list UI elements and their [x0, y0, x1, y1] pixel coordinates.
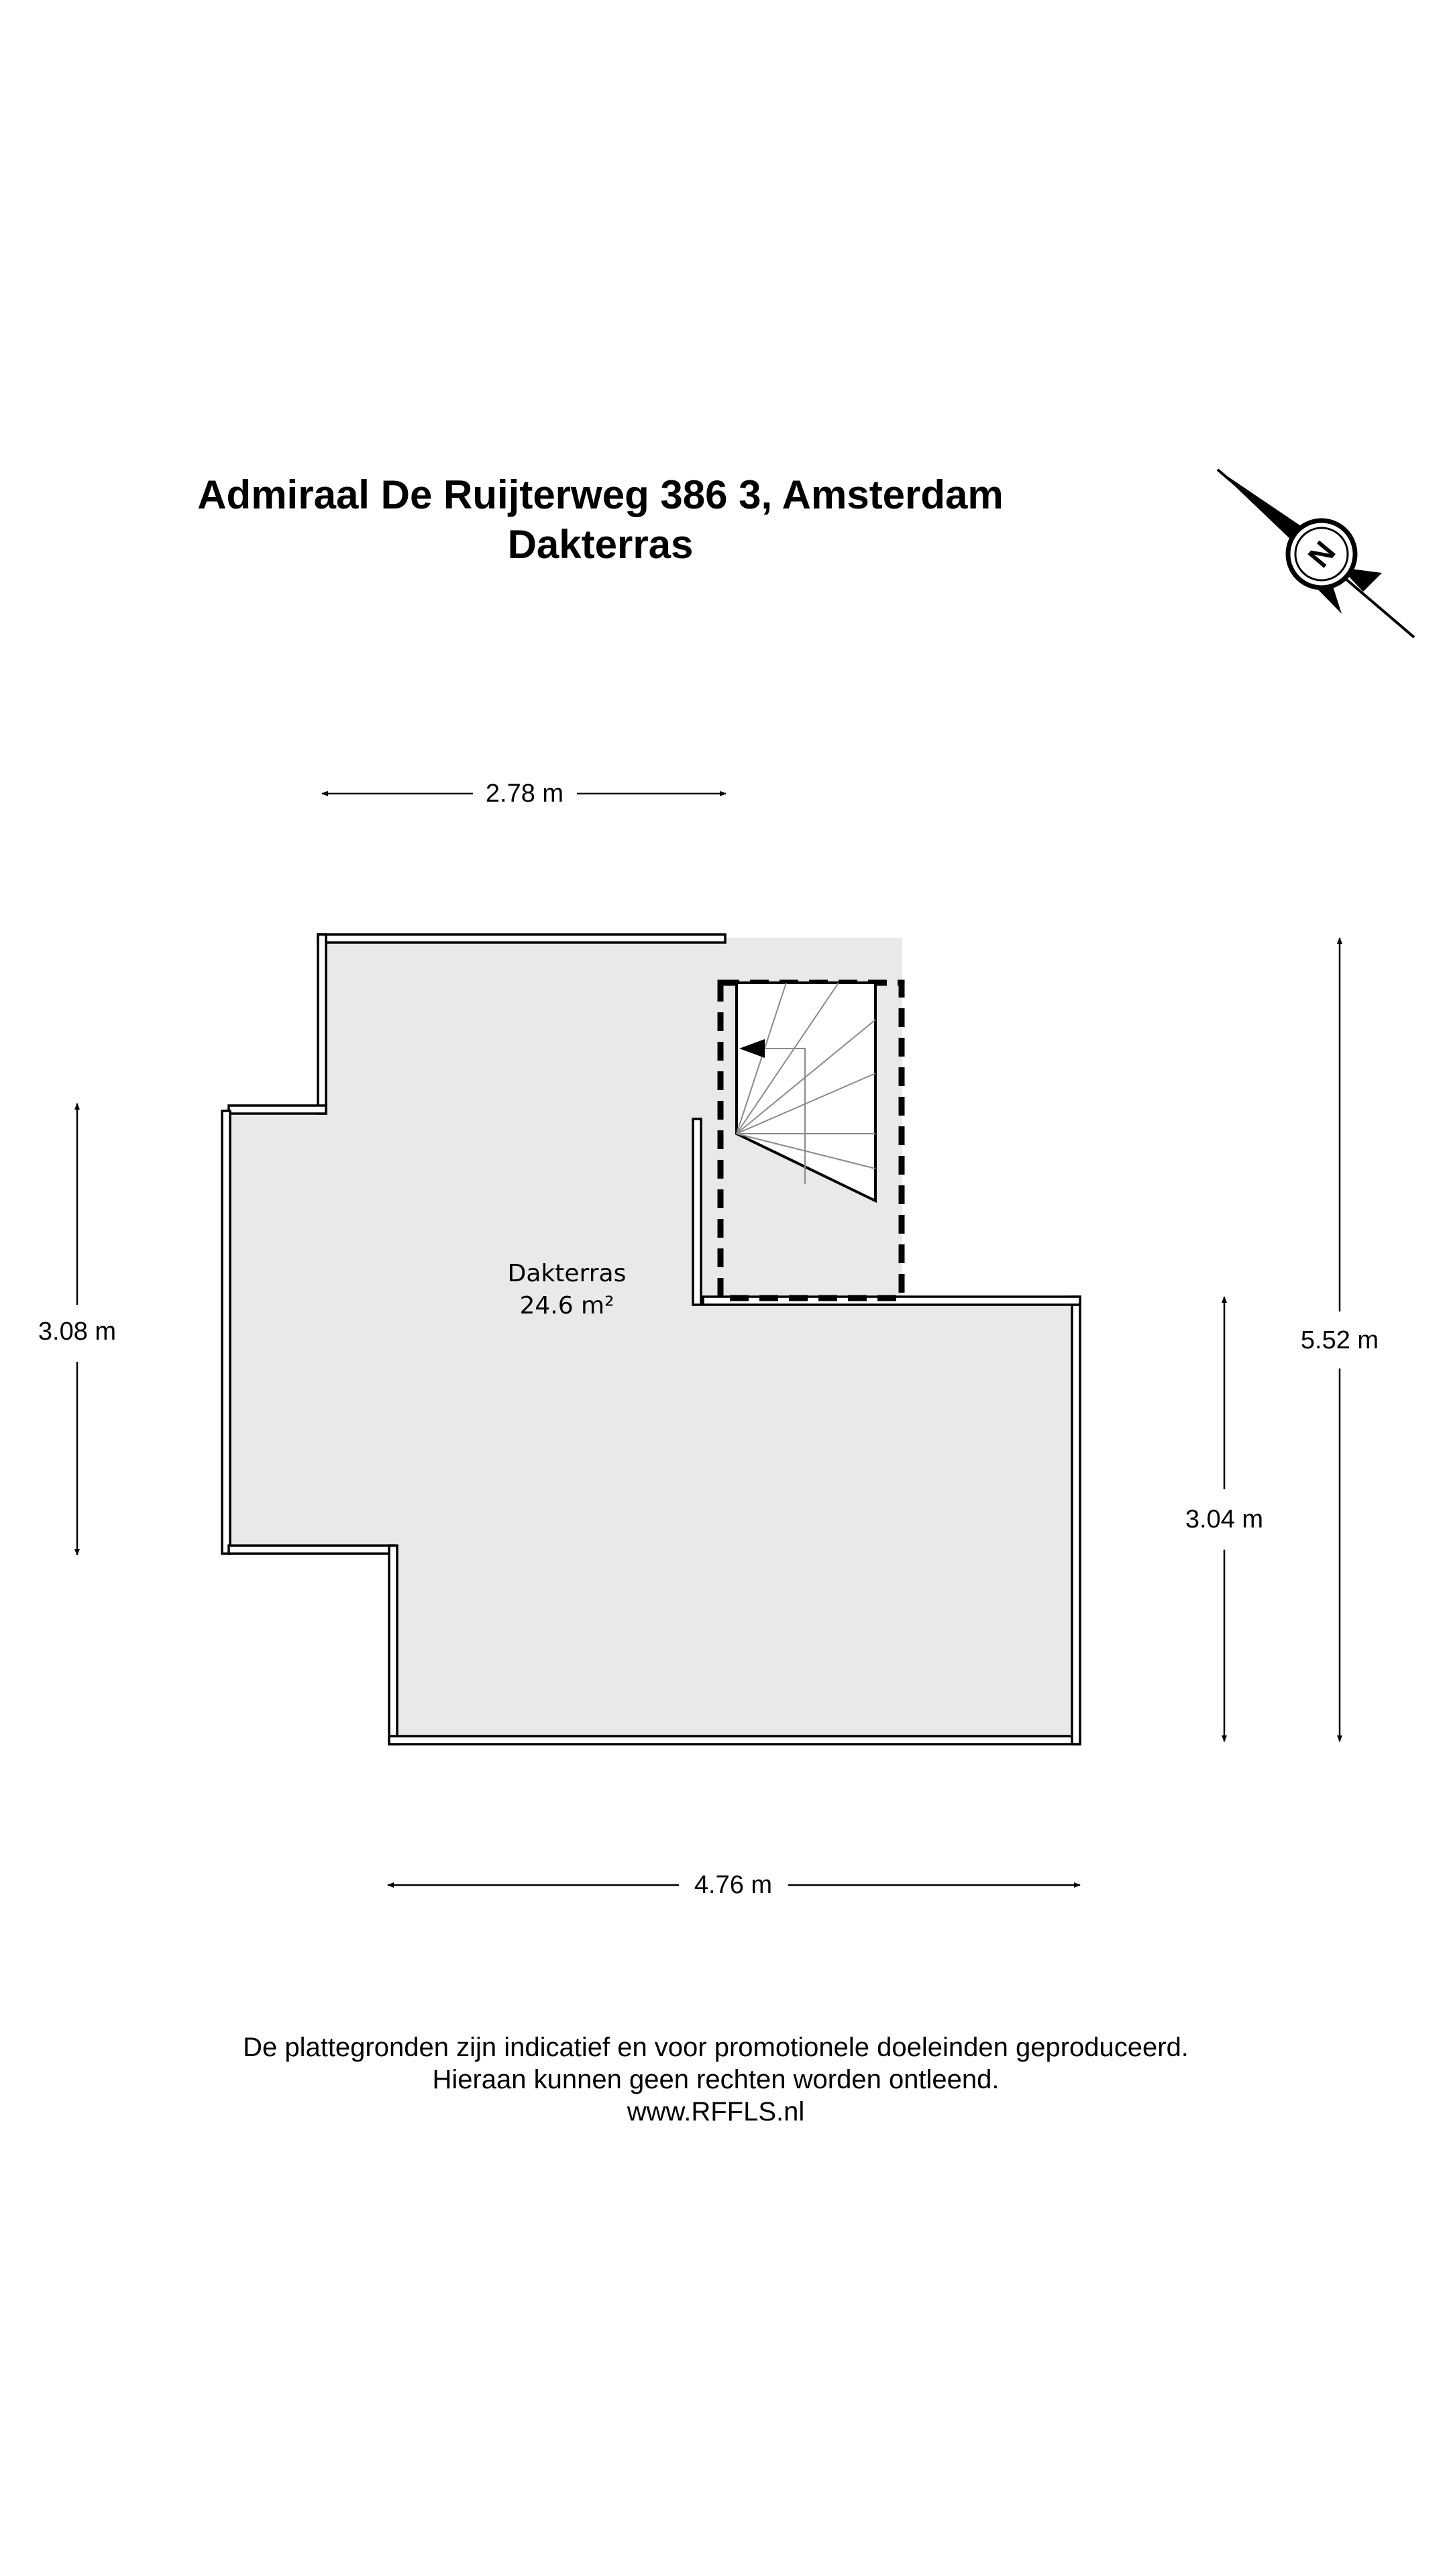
disclaimer-line-1: De plattegronden zijn indicatief en voor… — [243, 2033, 1189, 2062]
staircase — [717, 979, 905, 1301]
floor-title: Dakterras — [508, 522, 694, 567]
dimension-left: 3.08 m — [38, 1103, 116, 1556]
disclaimer-line-2: Hieraan kunnen geen rechten worden ontle… — [432, 2065, 999, 2094]
dimension-right-inner-label: 3.04 m — [1185, 1505, 1263, 1534]
floor-area — [226, 938, 1076, 1737]
dimension-left-label: 3.08 m — [38, 1318, 116, 1346]
compass-icon: N — [1216, 468, 1415, 639]
dimension-right-outer: 5.52 m — [1301, 937, 1379, 1742]
stair-direction-arrow-icon — [739, 1039, 765, 1058]
dimension-right-outer-label: 5.52 m — [1301, 1326, 1379, 1354]
dimension-bottom: 4.76 m — [387, 1871, 1081, 1899]
website-link[interactable]: www.RFFLS.nl — [627, 2097, 805, 2127]
dimension-top: 2.78 m — [321, 780, 727, 808]
room-area: 24.6 m² — [519, 1292, 614, 1320]
room-name: Dakterras — [508, 1260, 627, 1287]
dimension-right-inner: 3.04 m — [1185, 1296, 1263, 1742]
walls — [221, 933, 1081, 1746]
dimension-top-label: 2.78 m — [486, 780, 564, 808]
dimension-bottom-label: 4.76 m — [694, 1871, 772, 1899]
address-title: Admiraal De Ruijterweg 386 3, Amsterdam — [197, 472, 1004, 517]
